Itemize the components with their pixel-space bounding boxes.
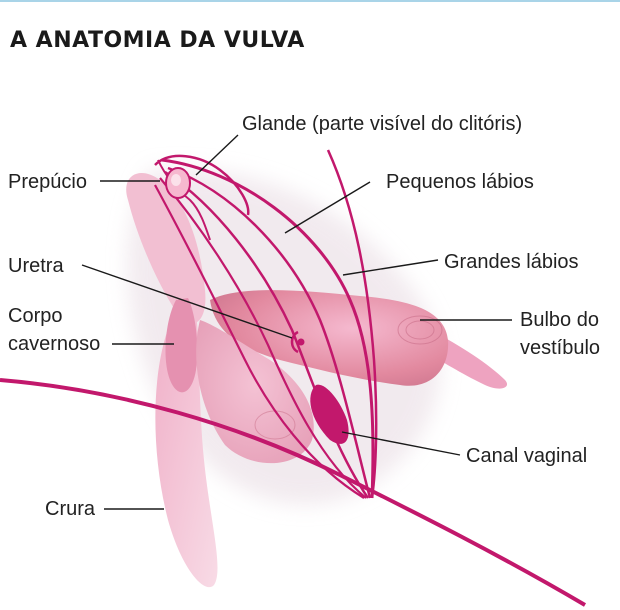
pequenos-labios-line-4 (154, 184, 365, 499)
bulbo-vestibulo-shape (210, 290, 449, 386)
top-rule (0, 0, 620, 2)
glande-highlight (171, 174, 181, 186)
uretra-dot (297, 338, 305, 346)
bulbo-ring-2 (405, 320, 435, 340)
pequenos-labios-line-1 (167, 166, 372, 499)
label-glande: Glande (parte visível do clitóris) (242, 113, 523, 135)
label-pequenos-labios: Pequenos lábios (386, 171, 534, 193)
base-curve (0, 378, 587, 607)
grandes-labios-outline-2 (326, 149, 378, 499)
page-title: A ANATOMIA DA VULVA (10, 28, 305, 53)
leader-glande (195, 134, 239, 176)
label-corpo-line1: Corpo (8, 305, 63, 327)
corpo-cavernoso-shape (126, 172, 206, 324)
leader-canal-vaginal (341, 431, 461, 456)
label-uretra: Uretra (8, 255, 64, 277)
leader-pequenos-labios (284, 181, 371, 234)
prepucio-hood-2 (157, 159, 211, 241)
pequenos-labios-line-2 (164, 170, 370, 499)
prepucio-hood (154, 154, 250, 216)
corpo-cavernoso-core (165, 298, 198, 393)
leader-lines (81, 134, 512, 510)
label-bulbo-line2: vestíbulo (520, 337, 601, 359)
bulbo-ring-1 (397, 315, 443, 345)
canal-vaginal-shape (310, 384, 349, 444)
pequenos-labios-line-3 (159, 177, 367, 499)
label-prepucio: Prepúcio (8, 171, 87, 193)
label-grandes-labios: Grandes lábios (444, 251, 579, 273)
leader-uretra (81, 264, 293, 339)
label-crura: Crura (45, 498, 96, 520)
uretra-shape (290, 330, 299, 354)
label-bulbo-line1: Bulbo do (520, 309, 599, 331)
label-canal-vaginal: Canal vaginal (466, 445, 588, 467)
leader-grandes-labios (342, 259, 439, 276)
label-corpo-line2: cavernoso (8, 333, 101, 355)
